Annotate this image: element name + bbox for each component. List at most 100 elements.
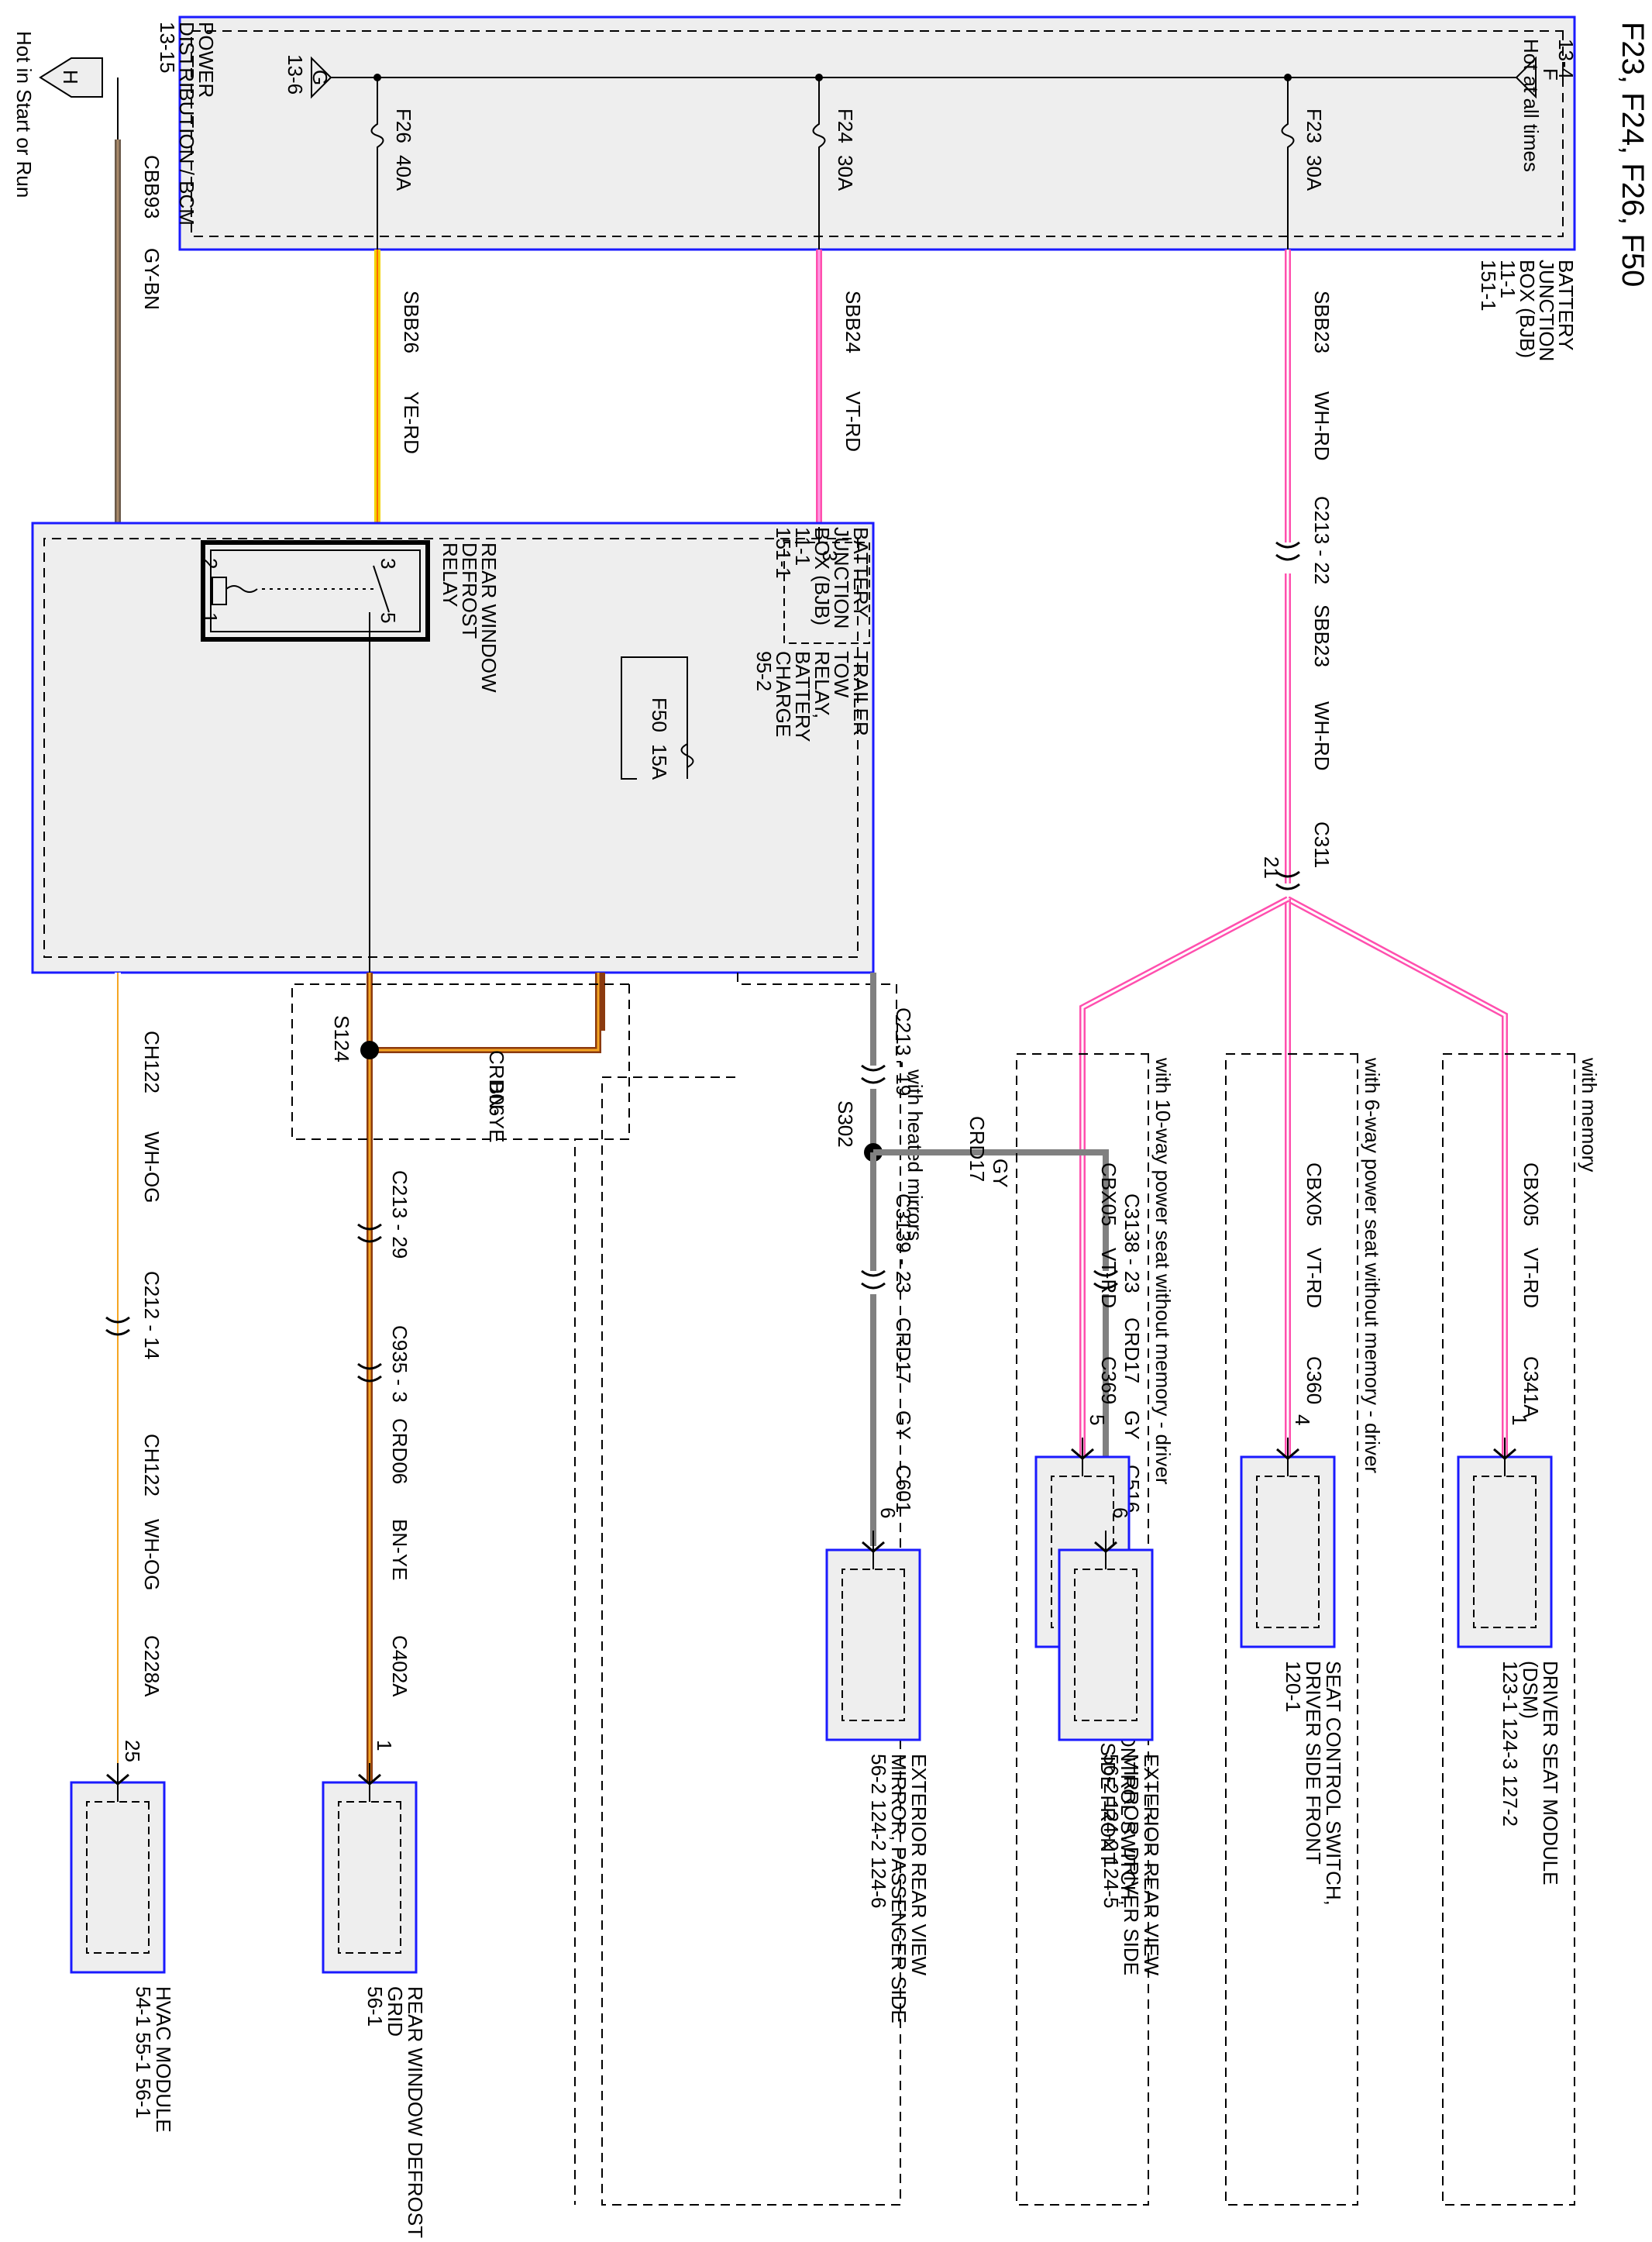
c3138-23-label: C3138 - 23 bbox=[1120, 1193, 1144, 1293]
load-pin-mirror_drv: 6 bbox=[1109, 1507, 1132, 1518]
option-6way-label: with 6-way power seat without memory - d… bbox=[1361, 1057, 1384, 1473]
cbb93-label: CBB93 bbox=[140, 155, 163, 219]
fuse-f26-name: F26 bbox=[392, 108, 415, 143]
wire-cbx05-memory-stripe bbox=[1287, 897, 1506, 1457]
wh-rd-label-b: WH-RD bbox=[1310, 701, 1334, 771]
load-refs-mirror_pass: 56-2 124-2 124-6 bbox=[867, 1754, 890, 1908]
s124-option-box bbox=[291, 983, 630, 2205]
feed-f-letter: F bbox=[1539, 68, 1562, 81]
bn-ye-lower-label: BN-YE bbox=[388, 1519, 411, 1580]
load-inner-mirror_pass bbox=[841, 1569, 905, 1721]
load-name-line-defrost_grid-1: GRID bbox=[384, 1986, 407, 2037]
load-refs-defrost_grid: 56-1 bbox=[363, 1986, 387, 2027]
wh-og-label: WH-OG bbox=[140, 1131, 163, 1203]
gy-label: GY bbox=[989, 1159, 1012, 1188]
heated-mirrors-option-box bbox=[601, 973, 901, 2206]
crd06-label: CRD06 bbox=[485, 1050, 508, 1116]
c213-22-label: C213 - 22 bbox=[1310, 496, 1334, 584]
sbb26-label: SBB26 bbox=[400, 291, 423, 353]
rotated-content: F23, F24, F26, F50 F 13-4 Hot at all tim… bbox=[12, 15, 1650, 2238]
fuse-f50-symbol bbox=[680, 743, 694, 768]
load-box-hvac bbox=[70, 1781, 166, 1974]
load-refs-seat6: 120-1 bbox=[1282, 1661, 1305, 1713]
hot-in-start-or-run: Hot in Start or Run bbox=[12, 31, 36, 198]
load-inner-mirror_drv bbox=[1074, 1569, 1137, 1721]
wire-crd17-branch bbox=[873, 1149, 1109, 1271]
bjb-top-name-3: BOX (BJB) bbox=[1516, 260, 1539, 358]
cbx05-10way-label: CBX05 bbox=[1097, 1162, 1120, 1226]
load-refs-hvac: 54-1 55-1 56-1 bbox=[132, 1986, 155, 2119]
fuse-f24-name: F24 bbox=[834, 108, 857, 143]
sbb23-color: WH-RD bbox=[1310, 391, 1334, 461]
c3139-23-label: C3139 - 23 bbox=[892, 1193, 915, 1293]
splice-s124 bbox=[360, 1041, 379, 1059]
fuse-f23-symbol bbox=[1281, 77, 1295, 256]
fuse-f26-rating: 40A bbox=[392, 155, 415, 191]
bjb-top-ref-1: 11-1 bbox=[1496, 260, 1519, 298]
trailer-tow-name-2: TOW bbox=[830, 651, 853, 698]
bjb-main-inner bbox=[43, 538, 859, 958]
fuse-f23-rating: 30A bbox=[1303, 155, 1326, 191]
load-box-dsm bbox=[1457, 1455, 1553, 1648]
cbb93-color: GY-BN bbox=[140, 248, 163, 310]
fuse-f50-rating: 15A bbox=[648, 744, 671, 780]
load-pin-mirror_pass: 6 bbox=[876, 1507, 900, 1518]
crd06-lower-label: CRD06 bbox=[388, 1418, 411, 1484]
relay-resistor-symbol bbox=[212, 577, 227, 605]
load-name-line-seat6-0: SEAT CONTROL SWITCH, bbox=[1322, 1661, 1345, 1906]
cbx05-6way-label: CBX05 bbox=[1303, 1162, 1326, 1226]
power-dist-name-1: POWER bbox=[194, 22, 218, 98]
crd17-drv-label: CRD17 bbox=[1120, 1317, 1144, 1383]
s124-label: S124 bbox=[330, 1015, 353, 1062]
load-name-mirror_pass: EXTERIOR REAR VIEWMIRROR, PASSENGER SIDE bbox=[887, 1754, 931, 2023]
cbx05-6way-color: VT-RD bbox=[1303, 1248, 1326, 1308]
crd17-pass-color: GY bbox=[892, 1410, 915, 1440]
fuse-f50-wire bbox=[621, 656, 688, 780]
load-inner-hvac bbox=[86, 1801, 150, 1954]
load-pin-dsm: 1 bbox=[1508, 1414, 1531, 1425]
load-name-line-mirror_pass-0: EXTERIOR REAR VIEW bbox=[907, 1754, 931, 1975]
trailer-tow-pin: 3 bbox=[818, 550, 841, 561]
load-name-line-dsm-1: (DSM) bbox=[1519, 1661, 1542, 1719]
bjb-main-box bbox=[31, 522, 875, 974]
load-box-mirror_pass bbox=[825, 1548, 921, 1741]
hot-at-all-times: Hot at all times bbox=[1519, 39, 1543, 172]
c341a-label: C341A bbox=[1519, 1356, 1543, 1418]
load-inner-dsm bbox=[1473, 1476, 1537, 1628]
relay-pin-5: 5 bbox=[377, 612, 400, 623]
load-name-line-seat6-1: DRIVER SIDE FRONT bbox=[1302, 1661, 1325, 1865]
relay-coil-symbol bbox=[225, 585, 258, 593]
relay-pin-1: 1 bbox=[198, 612, 222, 623]
load-inner-seat6 bbox=[1256, 1476, 1320, 1628]
feed-h-symbol bbox=[39, 57, 103, 98]
connector-c935-symbol bbox=[357, 1362, 382, 1383]
defrost-relay-name-3: RELAY bbox=[439, 542, 462, 607]
crd17-label: CRD17 bbox=[965, 1116, 989, 1182]
page-title: F23, F24, F26, F50 bbox=[1616, 22, 1650, 287]
defrost-relay-name-1: REAR WINDOW bbox=[477, 542, 501, 693]
connector-c213-19-symbol bbox=[861, 1064, 886, 1084]
defrost-relay-box bbox=[201, 540, 430, 642]
option-10way-label: with 10-way power seat without memory - … bbox=[1151, 1057, 1175, 1485]
relay-pin-3: 3 bbox=[377, 558, 400, 569]
bjb-top-name-1: BATTERY bbox=[1554, 260, 1578, 351]
c311-label: C311 bbox=[1310, 821, 1334, 868]
bjb-top-ref-2: 151-1 bbox=[1477, 260, 1500, 312]
option-memory-box bbox=[1442, 1053, 1575, 2206]
bjb-main-ref-1: 11-1 bbox=[791, 527, 814, 566]
load-name-dsm: DRIVER SEAT MODULE(DSM) bbox=[1519, 1661, 1562, 1885]
defrost-relay-inner bbox=[210, 549, 421, 632]
option-6way-box bbox=[1225, 1053, 1358, 2206]
trailer-tow-relay-box bbox=[783, 542, 870, 644]
load-name-line-mirror_drv-1: MIRROR, DRIVER SIDE bbox=[1120, 1754, 1143, 1975]
sbb24-label: SBB24 bbox=[841, 291, 865, 353]
load-box-defrost_grid bbox=[322, 1781, 418, 1974]
load-refs-mirror_drv: 56-2 124-2 124-5 bbox=[1100, 1754, 1123, 1908]
sbb23-label-b: SBB23 bbox=[1310, 604, 1334, 667]
c360-label: C360 bbox=[1303, 1356, 1326, 1404]
